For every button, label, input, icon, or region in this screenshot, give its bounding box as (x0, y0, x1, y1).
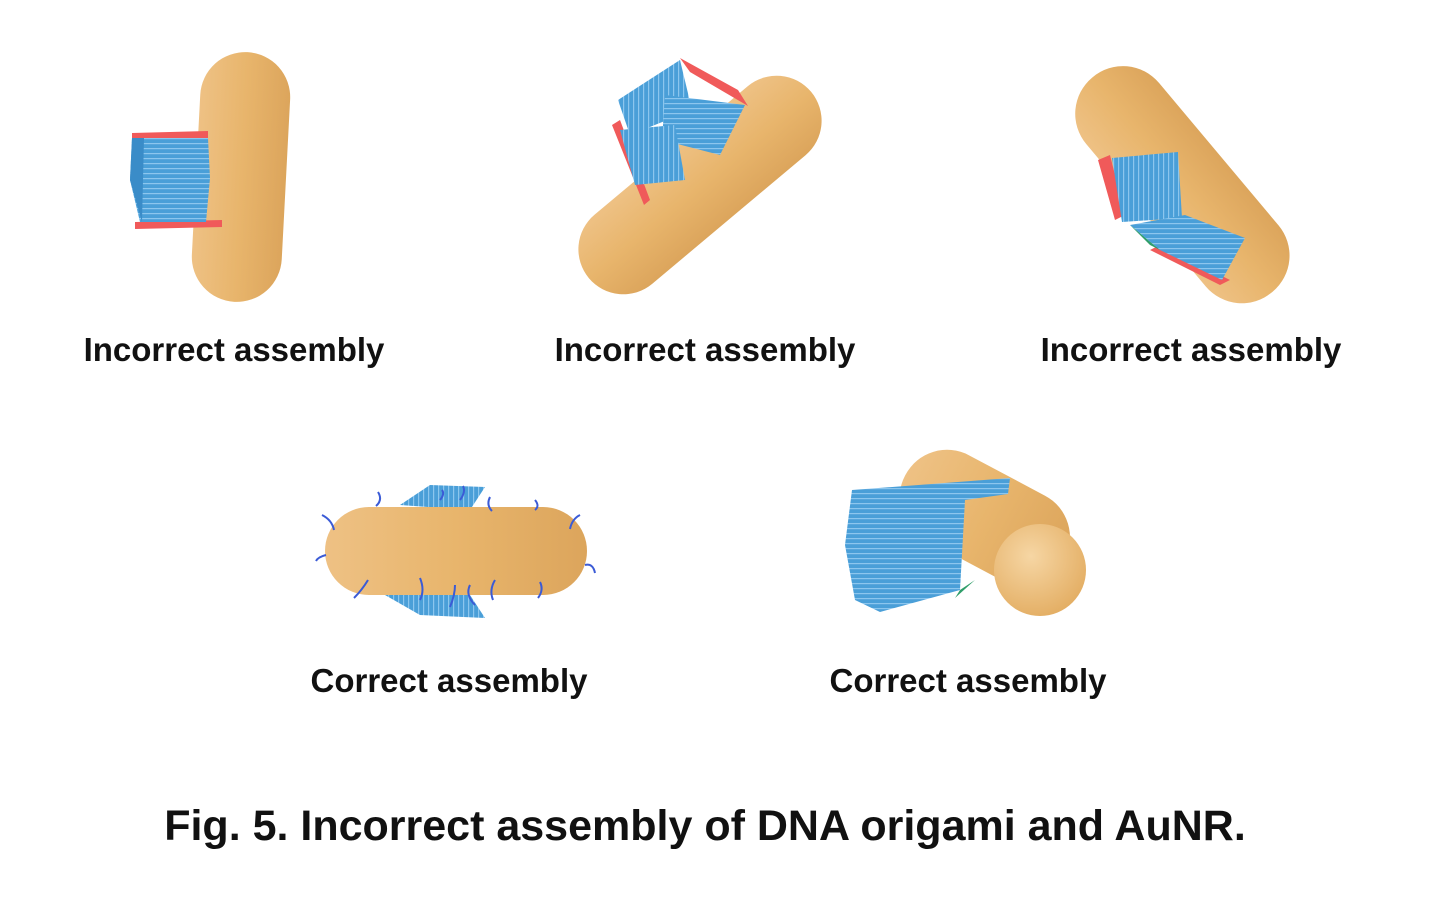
panel-2-label: Incorrect assembly (554, 331, 856, 368)
panel-5-illustration (845, 449, 1086, 616)
figure-caption: Fig. 5. Incorrect assembly of DNA origam… (164, 802, 1246, 850)
gold-nanorod (578, 75, 822, 295)
panel-1-label: Incorrect assembly (83, 331, 385, 368)
origami-side (130, 138, 144, 222)
gold-nanorod (191, 52, 291, 302)
origami-edge (955, 580, 975, 598)
red-plate (135, 220, 222, 229)
gold-nanorod (325, 507, 587, 595)
dna-origami (662, 95, 745, 155)
dna-origami (130, 138, 210, 222)
panel-4-illustration (315, 485, 596, 618)
origami-edge (1130, 225, 1160, 250)
panel-4-label: Correct assembly (310, 662, 588, 699)
dna-strands (315, 485, 596, 608)
dna-origami (620, 125, 685, 185)
nanorod-end (994, 524, 1086, 616)
red-plate (680, 58, 748, 106)
dna-origami (385, 595, 485, 618)
dna-origami (845, 478, 1010, 612)
panel-3-illustration (1075, 66, 1290, 304)
red-plate (1150, 245, 1230, 285)
panel-3-label: Incorrect assembly (1040, 331, 1342, 368)
dna-origami (1112, 152, 1182, 222)
red-plate (1098, 155, 1125, 220)
dna-origami (1130, 215, 1245, 280)
gold-nanorod (1075, 66, 1290, 304)
panel-5-label: Correct assembly (829, 662, 1107, 699)
red-plate (132, 131, 208, 140)
panel-2-illustration (578, 58, 822, 295)
panel-1-illustration (130, 52, 291, 302)
